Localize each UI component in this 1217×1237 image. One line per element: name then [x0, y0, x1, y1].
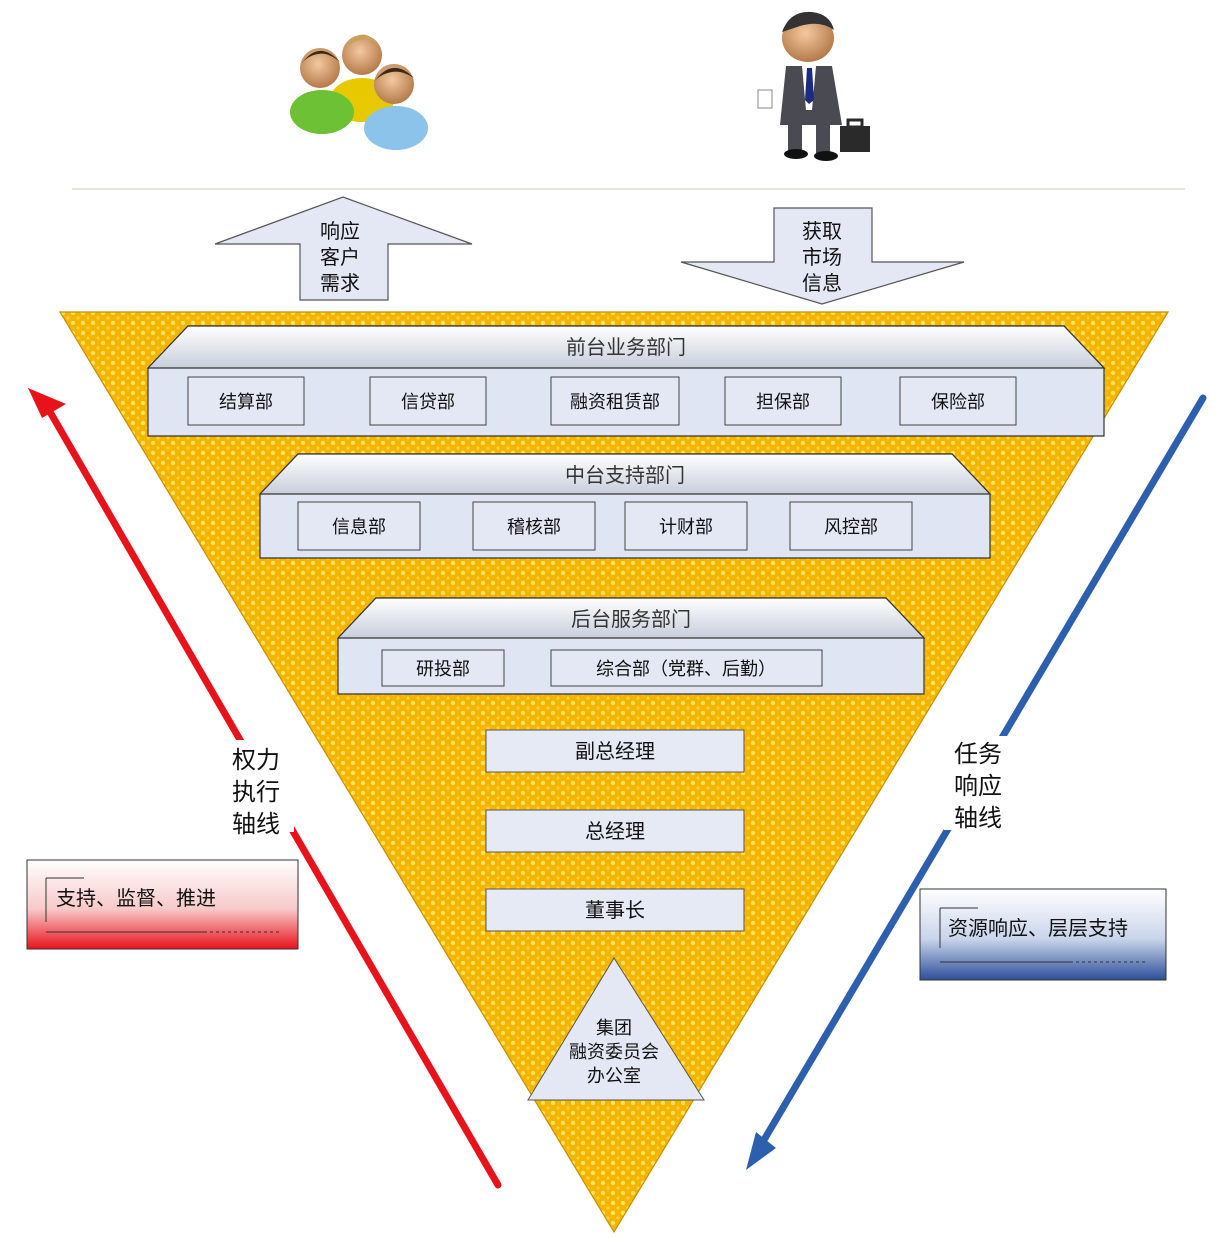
task-response-axis: 任务 响应 轴线	[746, 394, 1207, 1170]
office-line-3: 办公室	[587, 1066, 641, 1087]
red-arrow-head-icon	[28, 388, 66, 418]
dept-credit: 信贷部	[401, 392, 455, 413]
power-execution-axis: 权力 执行 轴线	[28, 388, 502, 1189]
middle-tier-label: 中台支持部门	[565, 463, 685, 487]
back-office-tier: 后台服务部门 研投部 综合部（党群、后勤）	[336, 597, 926, 695]
support-supervise-note: 支持、监督、推进	[26, 859, 299, 950]
dept-box: 综合部（党群、后勤）	[550, 649, 823, 687]
dept-audit: 稽核部	[507, 517, 561, 538]
management-box: 总经理	[485, 809, 745, 853]
middle-office-tier: 中台支持部门 信息部 稽核部 计财部 风控部	[258, 453, 992, 559]
respond-arrow-line-2: 客户	[320, 245, 360, 269]
front-office-tier: 前台业务部门 结算部 信贷部 融资租赁部 担保部 保险部	[146, 325, 1106, 437]
dept-box: 担保部	[724, 376, 842, 426]
deputy-gm-label: 副总经理	[575, 739, 655, 763]
resource-response-note: 资源响应、层层支持	[919, 888, 1167, 981]
back-tier-label: 后台服务部门	[571, 607, 691, 631]
left-axis-line-3: 轴线	[232, 810, 280, 838]
customers-icon	[290, 34, 428, 150]
dept-general: 综合部（党群、后勤）	[596, 659, 776, 680]
office-line-1: 集团	[596, 1018, 632, 1039]
front-tier-label: 前台业务部门	[566, 335, 686, 359]
gm-label: 总经理	[585, 819, 645, 843]
left-axis-line-2: 执行	[232, 778, 280, 806]
respond-customer-arrow: 响应 客户 需求	[214, 196, 473, 301]
respond-arrow-line-3: 需求	[320, 271, 360, 295]
dept-box: 信息部	[297, 501, 421, 551]
right-axis-line-1: 任务	[954, 740, 1002, 768]
dept-box: 稽核部	[472, 501, 596, 551]
dept-box: 风控部	[789, 501, 913, 551]
right-axis-line-2: 响应	[954, 772, 1002, 800]
dept-box: 计财部	[624, 501, 748, 551]
dept-insurance: 保险部	[931, 392, 985, 413]
management-box: 副总经理	[485, 729, 745, 773]
market-arrow-line-3: 信息	[802, 271, 842, 295]
dept-settlement: 结算部	[219, 392, 273, 413]
right-note-label: 资源响应、层层支持	[948, 916, 1128, 940]
businessman-icon	[757, 11, 870, 161]
dept-research: 研投部	[416, 659, 470, 680]
chairman-label: 董事长	[585, 898, 645, 922]
dept-finance: 计财部	[659, 517, 713, 538]
market-arrow-line-2: 市场	[802, 245, 842, 269]
respond-arrow-line-1: 响应	[320, 219, 360, 243]
market-arrow-line-1: 获取	[802, 219, 842, 243]
dept-information: 信息部	[332, 517, 386, 538]
dept-box: 信贷部	[369, 376, 487, 426]
dept-risk: 风控部	[824, 517, 878, 538]
dept-box: 保险部	[899, 376, 1017, 426]
blue-arrow-head-icon	[746, 1132, 776, 1170]
management-box: 董事长	[485, 888, 745, 932]
dept-leasing: 融资租赁部	[570, 392, 660, 413]
right-axis-line-3: 轴线	[954, 804, 1002, 832]
dept-box: 结算部	[187, 376, 305, 426]
dept-box: 融资租赁部	[550, 376, 680, 426]
dept-guarantee: 担保部	[756, 392, 810, 413]
group-financing-office: 集团 融资委员会 办公室	[527, 957, 705, 1101]
dept-box: 研投部	[381, 649, 505, 687]
left-axis-line-1: 权力	[232, 746, 280, 774]
left-note-label: 支持、监督、推进	[56, 886, 216, 910]
market-info-arrow: 获取 市场 信息	[680, 207, 965, 305]
office-line-2: 融资委员会	[569, 1042, 659, 1063]
